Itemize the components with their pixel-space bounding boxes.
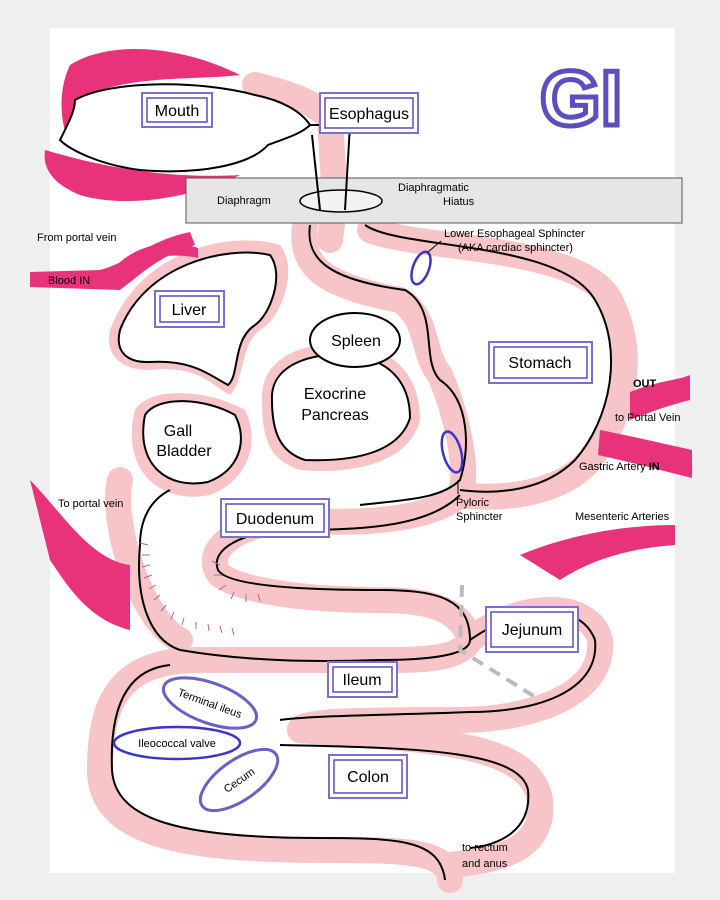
to-portal-vein-vessel [30, 480, 130, 630]
gall-bladder-shape [142, 400, 242, 485]
upper-lip [61, 48, 240, 140]
label-box-ileum: Ileum [327, 661, 398, 698]
hiatus-label-1: Diaphragmatic [398, 182, 469, 194]
gall-bladder-label-2: Bladder [156, 443, 212, 460]
label-box-jejunum: Jejunum [485, 606, 579, 653]
portal-vein-branch [120, 243, 198, 270]
label-box-liver: Liver [154, 290, 225, 328]
gi-title-text: GI [540, 54, 622, 142]
jejunum-label: Jejunum [502, 622, 562, 639]
stomach-label: Stomach [508, 355, 571, 372]
label-box-duodenum: Duodenum [220, 498, 330, 538]
label-box-stomach: Stomach [488, 341, 593, 384]
colon-label: Colon [347, 769, 389, 786]
cecum-oval [198, 747, 280, 813]
pyloric-sphincter [440, 430, 464, 474]
label-box-colon: Colon [328, 754, 408, 799]
pancreas-shape [270, 353, 412, 462]
label-box-esophagus: Esophagus [319, 92, 419, 134]
colon-wall-inner [279, 744, 530, 849]
les-label-1: Lower Esophageal Sphincter [444, 228, 585, 240]
rectum-label-1: to rectum [462, 842, 508, 854]
les-label-2: (AKA cardiac sphincter) [458, 242, 573, 254]
les-pointer [427, 240, 442, 253]
pancreas-label-2: Pancreas [301, 407, 369, 424]
mouth-label: Mouth [155, 103, 199, 120]
rectum-label-2: and anus [462, 858, 508, 870]
from-portal-vein-label: From portal vein [37, 232, 116, 244]
diaphragm-band [185, 177, 683, 224]
pyloric-label-1: Pyloric [456, 497, 490, 509]
gastric-artery-vessel [598, 430, 692, 478]
out-label: OUT [633, 378, 657, 390]
gi-title: GI [538, 52, 625, 145]
hiatus-label-2: Hiatus [443, 196, 475, 208]
spleen-label: Spleen [331, 333, 381, 350]
to-portal-vein-left-label: To portal vein [58, 498, 123, 510]
lower-esophageal-sphincter [410, 250, 432, 286]
stomach-inner-wall [308, 224, 467, 506]
pyloric-label-2: Sphincter [456, 511, 503, 523]
ileocecal-valve-oval [112, 725, 242, 761]
esophagus-label: Esophagus [329, 106, 409, 123]
mesenteric-arteries-vessel [520, 525, 675, 580]
blood-in-label: Blood IN [48, 275, 90, 287]
portal-vein-out-vessel [630, 375, 690, 420]
spleen-shape [309, 312, 401, 368]
mesentery-dashed-line [457, 584, 542, 702]
blood-vessels [30, 232, 692, 630]
halo-duodenum [105, 467, 193, 653]
halo-colon [287, 717, 554, 878]
gastric-artery-label: Gastric Artery IN [579, 461, 660, 473]
pancreas-label-1: Exocrine [304, 386, 366, 403]
halo-intestine [87, 212, 483, 893]
diaphragmatic-hiatus [299, 189, 383, 213]
ileum-label: Ileum [342, 672, 381, 689]
label-box-mouth: Mouth [141, 92, 213, 128]
mesenteric-arteries-label: Mesenteric Arteries [575, 511, 670, 523]
gall-bladder-label-1: Gall [164, 423, 192, 440]
ileocecal-valve-label: Ileococcal valve [138, 738, 216, 750]
diaphragm-label: Diaphragm [217, 195, 271, 207]
to-portal-vein-right-label: to Portal Vein [615, 412, 680, 424]
duodenum-label: Duodenum [236, 511, 314, 528]
stomach-outer-wall [364, 224, 613, 493]
terminal-ileus-oval [161, 676, 259, 730]
colon-wall-outer [110, 664, 446, 881]
liver-label: Liver [172, 302, 207, 319]
villi-marks [139, 542, 261, 636]
